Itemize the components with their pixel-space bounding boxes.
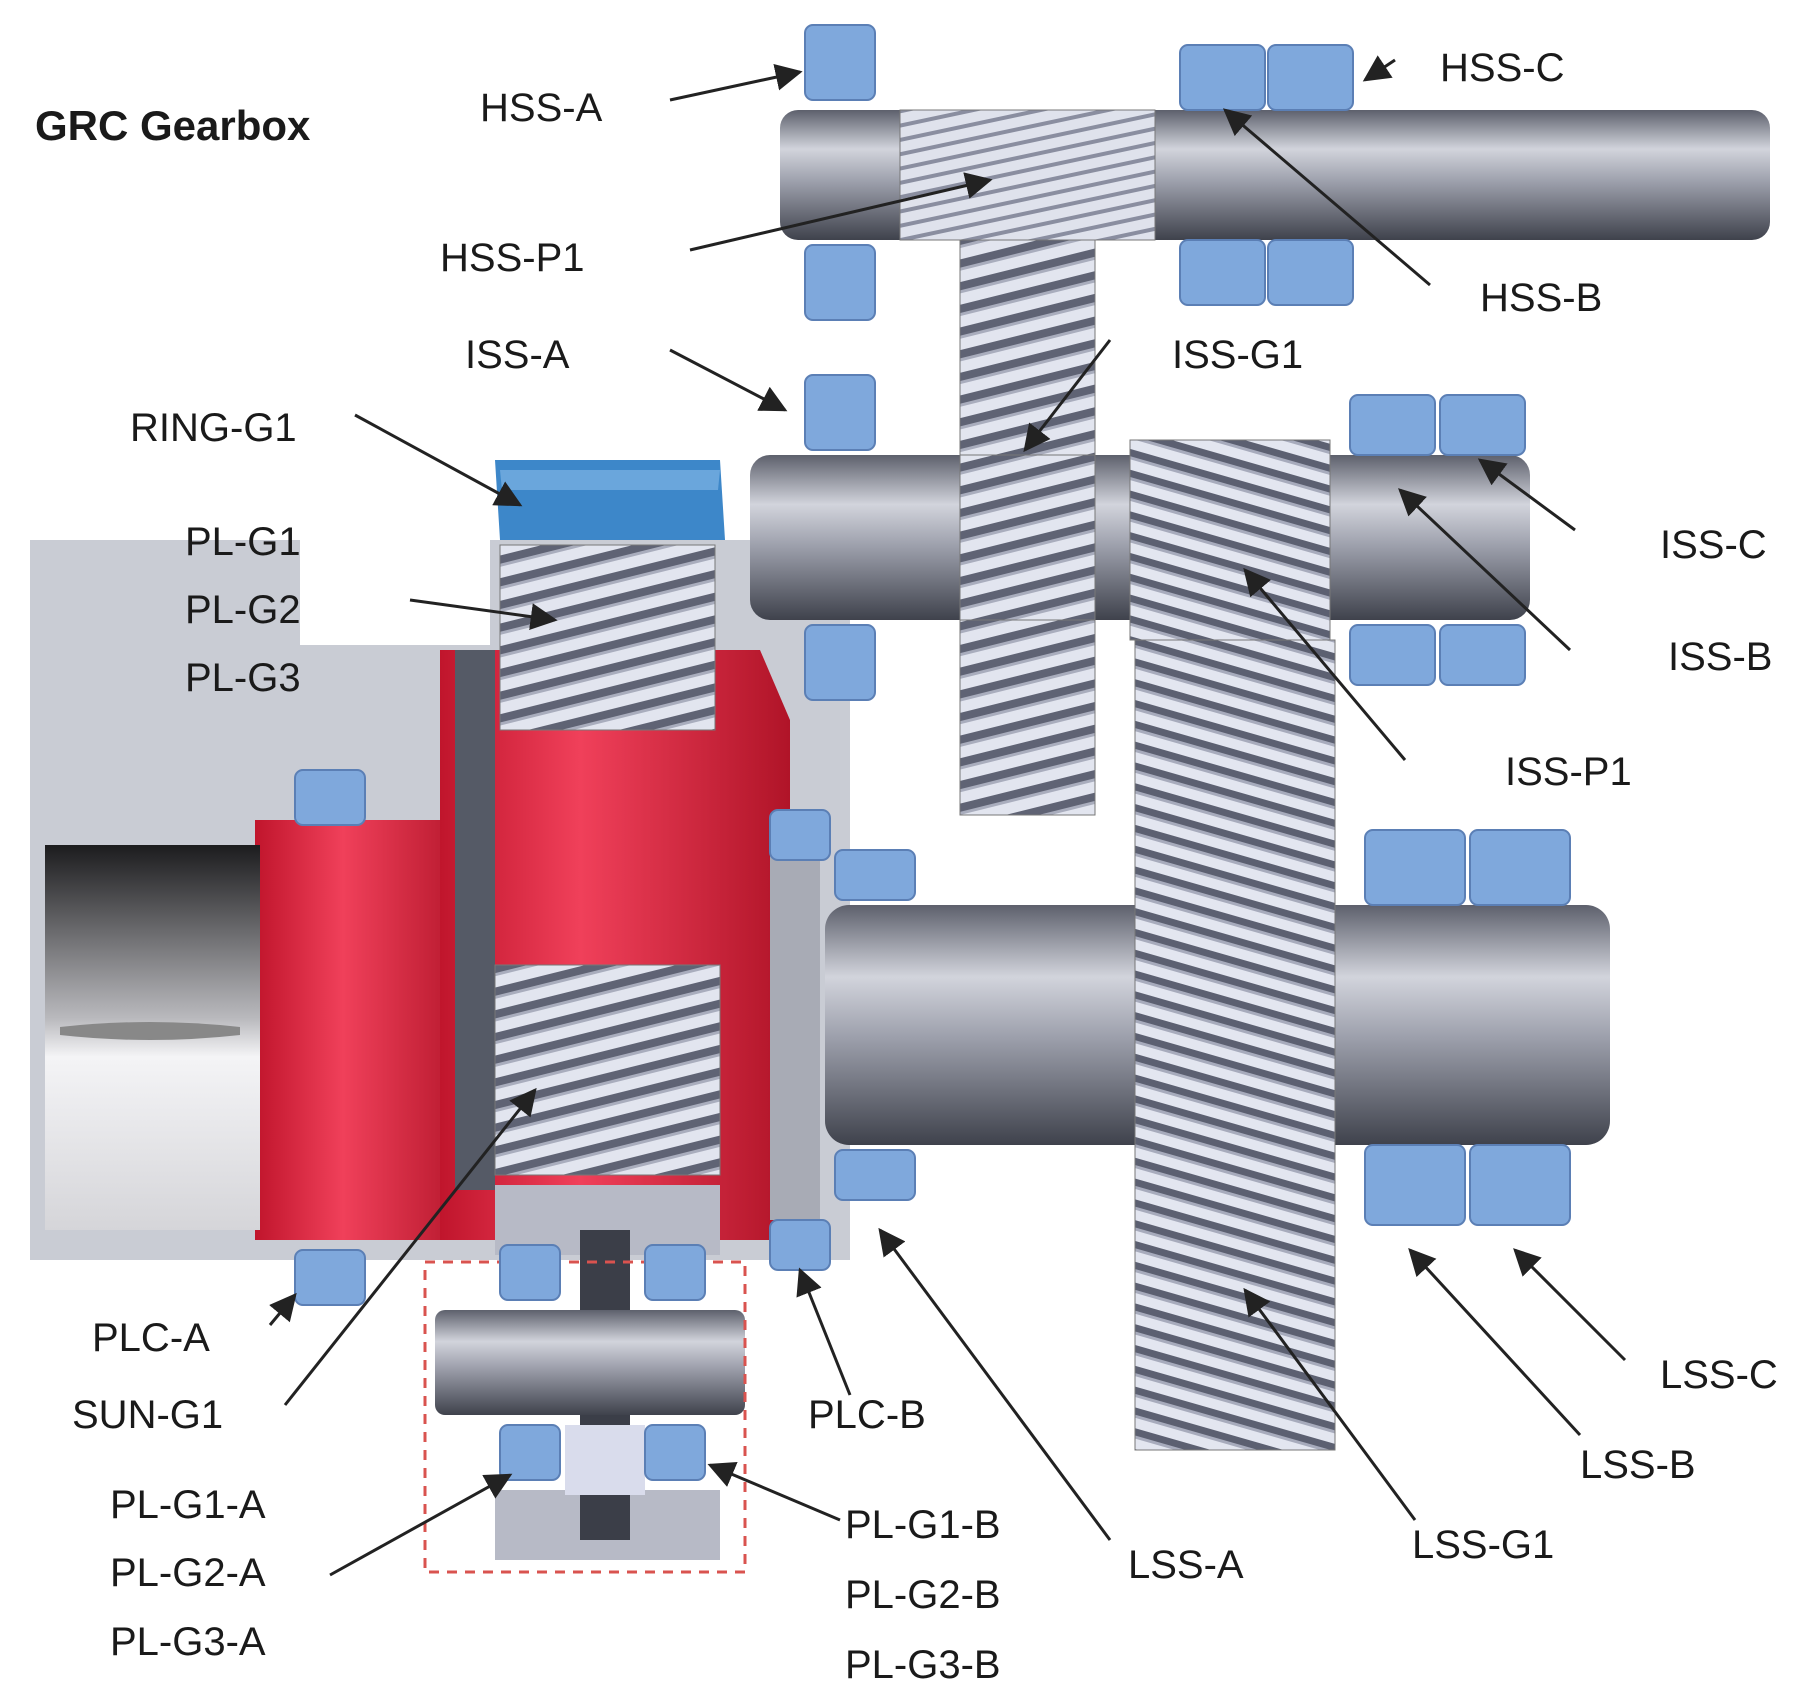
label-lss-a: LSS-A xyxy=(1128,1543,1244,1587)
label-lss-b: LSS-B xyxy=(1580,1443,1696,1487)
label-pl-g2: PL-G2 xyxy=(185,588,301,632)
label-lss-g1: LSS-G1 xyxy=(1412,1523,1555,1567)
iss-pinion xyxy=(1129,439,1331,641)
planet-bearing-callout-box xyxy=(423,1260,747,1574)
label-pl-g3-b: PL-G3-B xyxy=(845,1643,1001,1687)
label-sun-g1: SUN-G1 xyxy=(72,1393,224,1437)
label-pl-g1-b: PL-G1-B xyxy=(845,1503,1001,1547)
planet-pin xyxy=(435,1310,745,1415)
planet-gear xyxy=(499,544,716,731)
label-pl-g1-a: PL-G1-A xyxy=(110,1483,266,1527)
planet-carrier-hub xyxy=(255,820,475,1240)
lss-gear xyxy=(1134,639,1336,1451)
label-hss-a: HSS-A xyxy=(480,86,603,130)
label-iss-g1: ISS-G1 xyxy=(1172,333,1304,377)
diagram-title: GRC Gearbox xyxy=(35,102,311,149)
label-lss-c: LSS-C xyxy=(1660,1353,1778,1397)
sun-gear xyxy=(494,964,721,1176)
label-iss-b: ISS-B xyxy=(1668,635,1773,679)
label-plc-a: PLC-A xyxy=(92,1316,210,1360)
label-iss-c: ISS-C xyxy=(1660,523,1767,567)
leader-lines xyxy=(268,55,1627,1577)
label-hss-p1: HSS-P1 xyxy=(440,236,585,280)
label-iss-a: ISS-A xyxy=(465,333,570,377)
label-iss-p1: ISS-P1 xyxy=(1505,750,1632,794)
label-plc-b: PLC-B xyxy=(808,1393,926,1437)
label-pl-g3: PL-G3 xyxy=(185,656,301,700)
label-pl-g3-a: PL-G3-A xyxy=(110,1620,266,1664)
label-ring-g1: RING-G1 xyxy=(130,406,297,450)
label-hss-c: HSS-C xyxy=(1440,46,1565,90)
bearings xyxy=(294,24,1571,1481)
label-hss-b: HSS-B xyxy=(1480,276,1603,320)
label-pl-g2-b: PL-G2-B xyxy=(845,1573,1001,1617)
label-pl-g1: PL-G1 xyxy=(185,520,301,564)
label-pl-g2-a: PL-G2-A xyxy=(110,1551,266,1595)
hss-pinion xyxy=(899,109,1156,241)
